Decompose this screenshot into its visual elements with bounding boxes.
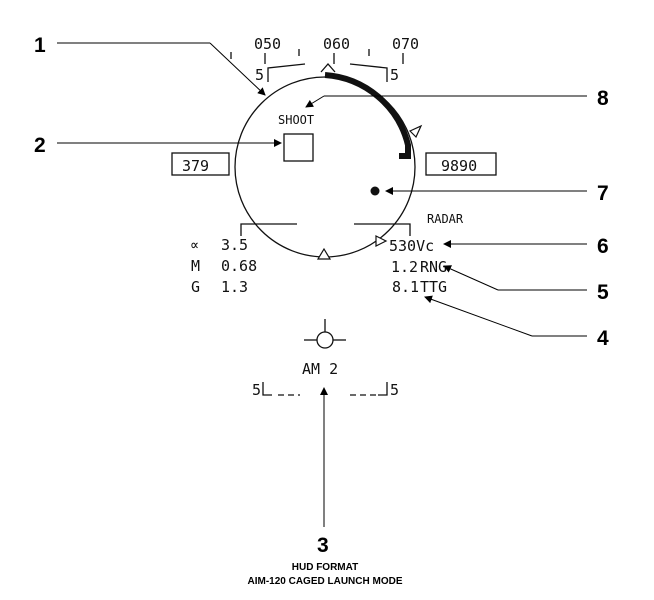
leader-5-arrow — [443, 265, 499, 291]
leader-4-arrow — [424, 295, 533, 337]
weapon-bracket-right — [378, 382, 388, 396]
leader-8-arrow — [305, 95, 325, 108]
callout-2: 2 — [34, 134, 46, 157]
callout-3: 3 — [317, 534, 329, 557]
callout-5: 5 — [597, 281, 609, 304]
closure-value: 530Vc — [389, 237, 434, 255]
callout-8: 8 — [597, 87, 609, 110]
heading-050: 050 — [254, 35, 281, 53]
target-designator-box — [283, 133, 314, 162]
heading-070: 070 — [392, 35, 419, 53]
ttg-label: TTG — [420, 278, 447, 296]
callout-4: 4 — [597, 327, 609, 350]
g-symbol: G — [191, 278, 200, 296]
leader-1-arrow — [209, 42, 266, 96]
heading-caret — [320, 63, 336, 73]
mach-value: 0.68 — [221, 257, 257, 275]
weapon-tick-right: 5 — [390, 381, 399, 399]
caption-line-2: AIM-120 CAGED LAUNCH MODE — [247, 576, 402, 587]
bank-label-right: 5 — [390, 66, 399, 84]
ttg-value: 8.1 — [392, 278, 419, 296]
horizon-line-left — [240, 223, 297, 236]
alpha-symbol: ∝ — [190, 236, 199, 254]
closure-caret — [375, 235, 388, 247]
callout-6: 6 — [597, 235, 609, 258]
bank-bracket-left — [267, 63, 306, 82]
shoot-cue: SHOOT — [278, 113, 314, 127]
weapon-bracket-left — [262, 382, 272, 396]
weapon-tick-left: 5 — [252, 381, 261, 399]
altitude-value: 9890 — [441, 157, 477, 175]
flight-params: ∝ 3.5 M 0.68 G 1.3 — [190, 236, 257, 296]
alpha-value: 3.5 — [221, 236, 248, 254]
radar-label: RADAR — [427, 212, 464, 226]
horizon-line-right — [354, 223, 411, 236]
velocity-caret — [316, 247, 332, 260]
target-dot — [370, 186, 380, 196]
weapon-label: AM 2 — [302, 360, 338, 378]
range-value: 1.2 — [391, 258, 418, 276]
altitude-box — [425, 152, 497, 176]
range-caret — [408, 124, 423, 139]
range-label: RNG — [420, 258, 447, 276]
mach-symbol: M — [191, 257, 200, 275]
airspeed-box — [171, 152, 230, 176]
callout-1: 1 — [34, 34, 46, 57]
bank-label-left: 5 — [255, 66, 264, 84]
bank-scale: 5 5 — [255, 63, 399, 84]
bank-bracket-right — [349, 63, 388, 82]
airspeed-value: 379 — [182, 157, 209, 175]
caption-line-1: HUD FORMAT — [292, 562, 358, 573]
heading-060: 060 — [323, 35, 350, 53]
callout-7: 7 — [597, 182, 609, 205]
radar-block: RADAR 530Vc 1.2 RNG 8.1 TTG — [389, 212, 464, 296]
g-value: 1.3 — [221, 278, 248, 296]
range-arc — [324, 72, 411, 159]
heading-scale: 050 060 070 — [230, 35, 419, 73]
flight-path-marker — [304, 319, 346, 349]
